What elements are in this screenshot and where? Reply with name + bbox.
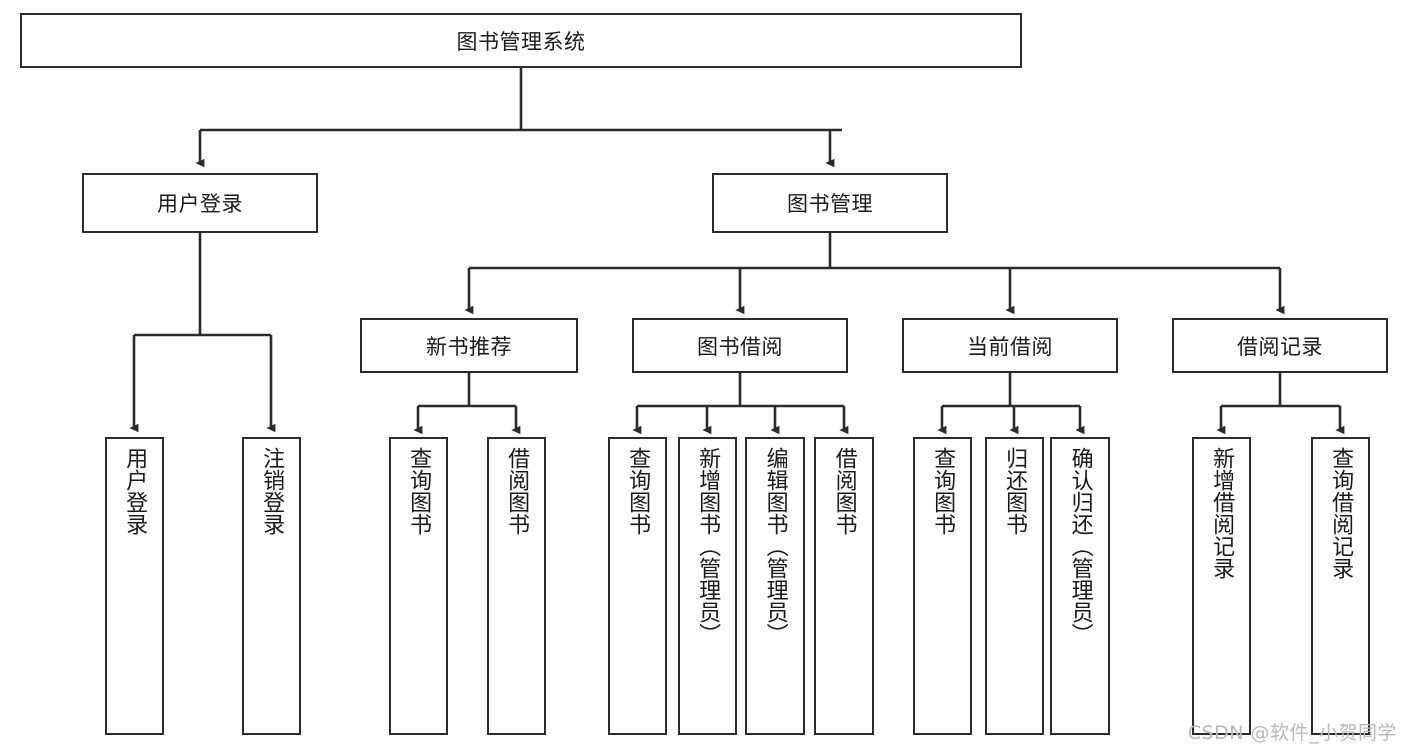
leaf-add-borrow-record[interactable]: 新增借阅记录 — [1192, 437, 1251, 735]
node-root-book-management-system[interactable]: 图书管理系统 — [20, 13, 1022, 68]
node-new-book-recommend[interactable]: 新书推荐 — [360, 318, 578, 373]
leaf-edit-book-admin[interactable]: 编辑图书（管理员） — [745, 437, 805, 735]
leaf-borrow-book-borrow[interactable]: 借阅图书 — [814, 437, 874, 735]
node-label: 用户登录 — [157, 192, 243, 216]
leaf-query-book-recommend[interactable]: 查询图书 — [389, 437, 448, 735]
leaf-confirm-return-admin[interactable]: 确认归还（管理员） — [1050, 437, 1110, 735]
node-borrow-record[interactable]: 借阅记录 — [1172, 318, 1388, 373]
node-label: 新书推荐 — [426, 334, 512, 359]
node-label: 归还图书 — [1002, 447, 1028, 535]
node-user-login[interactable]: 用户登录 — [82, 173, 318, 233]
node-book-borrow[interactable]: 图书借阅 — [632, 318, 848, 373]
node-label: 确认归还（管理员） — [1067, 447, 1093, 645]
node-label: 借阅图书 — [831, 447, 857, 535]
node-label: 新增借阅记录 — [1209, 447, 1235, 579]
node-label: 查询借阅记录 — [1328, 447, 1354, 579]
node-label: 当前借阅 — [967, 334, 1053, 359]
leaf-user-login[interactable]: 用户登录 — [105, 437, 164, 735]
leaf-logout-login[interactable]: 注销登录 — [242, 437, 301, 735]
node-current-borrow[interactable]: 当前借阅 — [902, 318, 1118, 373]
leaf-borrow-book-recommend[interactable]: 借阅图书 — [487, 437, 546, 735]
leaf-query-book-borrow[interactable]: 查询图书 — [608, 437, 667, 735]
node-book-management[interactable]: 图书管理 — [712, 173, 948, 233]
leaf-query-book-current[interactable]: 查询图书 — [913, 437, 972, 735]
node-label: 图书管理系统 — [456, 29, 586, 54]
node-label: 注销登录 — [259, 447, 285, 535]
leaf-add-book-admin[interactable]: 新增图书（管理员） — [678, 437, 737, 735]
leaf-query-borrow-record[interactable]: 查询借阅记录 — [1311, 437, 1370, 735]
node-label: 用户登录 — [122, 447, 148, 535]
node-label: 新增图书（管理员） — [695, 447, 721, 645]
node-label: 借阅图书 — [504, 447, 530, 535]
node-label: 图书管理 — [787, 192, 873, 216]
leaf-return-book[interactable]: 归还图书 — [985, 437, 1044, 735]
node-label: 查询图书 — [625, 447, 651, 535]
node-label: 图书借阅 — [697, 334, 783, 359]
node-label: 编辑图书（管理员） — [762, 447, 788, 645]
node-label: 查询图书 — [406, 447, 432, 535]
node-label: 查询图书 — [930, 447, 956, 535]
node-label: 借阅记录 — [1237, 334, 1323, 359]
